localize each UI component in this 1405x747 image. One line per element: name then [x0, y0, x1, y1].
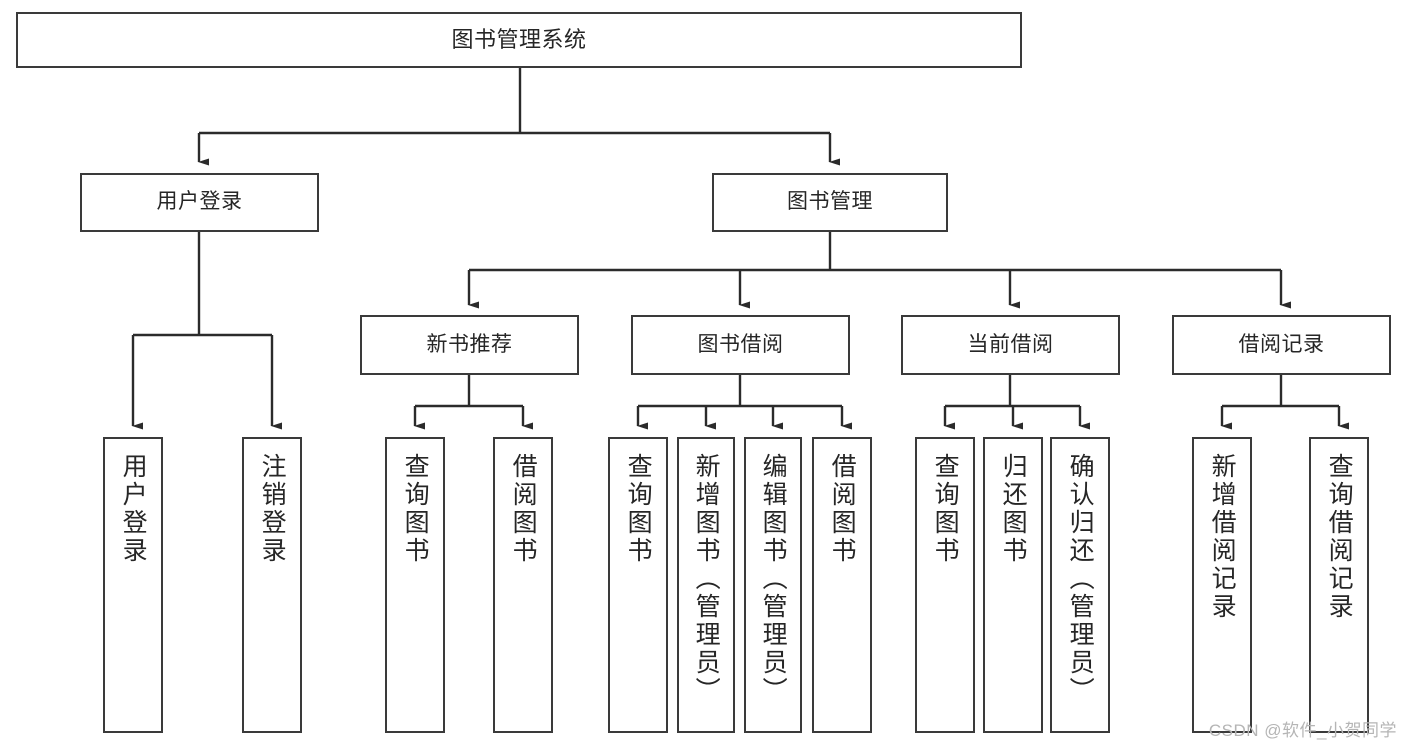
leaf-borrow-borrow-book[interactable]: 借阅图书 [812, 437, 872, 733]
node-current-borrow[interactable]: 当前借阅 [901, 315, 1120, 375]
node-label: 查询借阅记录 [1325, 453, 1354, 621]
node-label: 用户登录 [156, 190, 243, 214]
node-borrow-record[interactable]: 借阅记录 [1172, 315, 1391, 375]
leaf-borrow-add-book-admin[interactable]: 新增图书（管理员） [677, 437, 735, 733]
leaf-record-query-record[interactable]: 查询借阅记录 [1309, 437, 1369, 733]
leaf-recommend-query-book[interactable]: 查询图书 [385, 437, 445, 733]
leaf-user-login-signout[interactable]: 注销登录 [242, 437, 302, 733]
leaf-borrow-query-book[interactable]: 查询图书 [608, 437, 668, 733]
node-root-system[interactable]: 图书管理系统 [16, 12, 1022, 68]
leaf-current-query-book[interactable]: 查询图书 [915, 437, 975, 733]
leaf-current-return-book[interactable]: 归还图书 [983, 437, 1043, 733]
node-label: 借阅记录 [1238, 332, 1325, 356]
leaf-recommend-borrow-book[interactable]: 借阅图书 [493, 437, 553, 733]
node-label: 查询图书 [931, 453, 960, 565]
leaf-current-confirm-return-admin[interactable]: 确认归还（管理员） [1050, 437, 1110, 733]
node-label: 查询图书 [624, 453, 653, 565]
node-label: 图书管理系统 [451, 27, 587, 53]
node-label: 新增图书（管理员） [692, 453, 721, 705]
node-label: 新书推荐 [426, 332, 513, 356]
node-user-login[interactable]: 用户登录 [80, 173, 319, 232]
leaf-borrow-edit-book-admin[interactable]: 编辑图书（管理员） [744, 437, 802, 733]
watermark: CSDN @软件_小贺同学 [1208, 721, 1397, 740]
node-label: 图书管理 [787, 190, 873, 214]
leaf-user-login-signin[interactable]: 用户登录 [103, 437, 163, 733]
node-label: 注销登录 [258, 453, 287, 565]
node-label: 编辑图书（管理员） [759, 453, 788, 705]
node-label: 用户登录 [119, 453, 148, 565]
node-label: 确认归还（管理员） [1066, 453, 1095, 705]
node-label: 归还图书 [999, 453, 1028, 565]
node-label: 图书借阅 [697, 332, 784, 356]
node-label: 当前借阅 [967, 332, 1054, 356]
node-label: 借阅图书 [509, 453, 538, 565]
node-book-management[interactable]: 图书管理 [712, 173, 948, 232]
node-new-book-recommend[interactable]: 新书推荐 [360, 315, 579, 375]
node-label: 查询图书 [401, 453, 430, 565]
node-label: 新增借阅记录 [1208, 453, 1237, 621]
leaf-record-add-record[interactable]: 新增借阅记录 [1192, 437, 1252, 733]
node-label: 借阅图书 [828, 453, 857, 565]
node-book-borrow[interactable]: 图书借阅 [631, 315, 850, 375]
